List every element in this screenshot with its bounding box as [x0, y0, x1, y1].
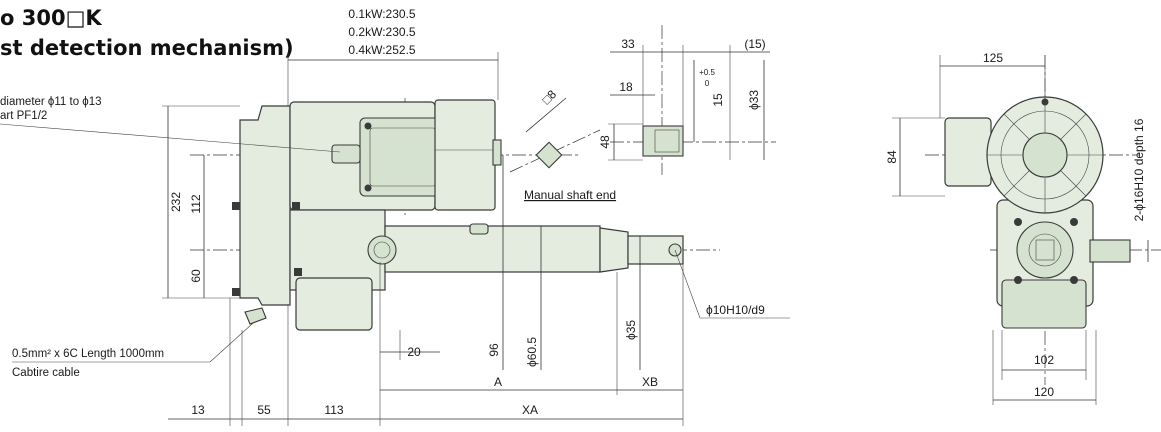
- length-01kw: 0.1kW:230.5: [348, 7, 415, 21]
- bolt-icon: [1070, 218, 1078, 226]
- end-housing: [239, 105, 291, 306]
- dim-15: 15: [711, 93, 725, 107]
- dim-232: 232: [169, 192, 183, 212]
- holes-callout: 2-ϕ16H10 depth 16: [1132, 118, 1146, 221]
- end-motor-hub: [1022, 132, 1068, 178]
- bolt-icon: [1014, 276, 1022, 284]
- dim-60-5: ϕ60.5: [525, 337, 539, 367]
- dim-113: 113: [324, 403, 343, 417]
- cable-gland: [331, 144, 361, 164]
- tolerance-upper: +0.5: [699, 68, 715, 77]
- length-04kw: 0.4kW:252.5: [348, 43, 415, 57]
- terminal-box: [359, 117, 447, 197]
- title-line-1: o 300□K: [0, 6, 102, 30]
- bolt-icon: [364, 184, 372, 192]
- bolt-icon: [292, 202, 300, 210]
- bolt-icon: [364, 122, 372, 130]
- bolt-icon: [1041, 98, 1049, 106]
- end-switch-box: [1001, 279, 1087, 329]
- cable-type-note: Cabtire cable: [12, 367, 80, 379]
- dim-35: ϕ35: [624, 320, 638, 340]
- dim-102: 102: [1034, 353, 1054, 367]
- cable-spec-note: 0.5mm² x 6C Length 1000mm: [12, 348, 165, 360]
- dim-18: 18: [619, 80, 633, 94]
- side-view: 0.1kW:230.5 0.2kW:230.5 0.4kW:252.5 232 …: [0, 7, 790, 426]
- dim-33-diameter: ϕ33: [747, 90, 761, 110]
- dim-120: 120: [1034, 385, 1054, 399]
- length-02kw: 0.2kW:230.5: [348, 25, 415, 39]
- square-8: □8: [539, 87, 559, 107]
- manual-shaft-stub: [492, 139, 502, 166]
- dim-15-ref: (15): [744, 37, 765, 51]
- title-line-2: st detection mechanism): [0, 36, 294, 60]
- dim-33: 33: [621, 37, 635, 51]
- dim-96: 96: [487, 343, 501, 357]
- dim-125: 125: [983, 51, 1003, 65]
- end-view: 125 84 102 120 2-ϕ16H10 depth 16: [885, 51, 1161, 405]
- cylinder-head: [599, 227, 629, 273]
- grease-port: [469, 223, 489, 235]
- dim-xa: XA: [522, 403, 538, 417]
- dim-48: 48: [598, 135, 612, 149]
- pin-dimension: ϕ10H10/d9: [706, 303, 765, 317]
- cable-diameter-note: diameter ϕ11 to ϕ13: [0, 96, 102, 108]
- end-trunnion: [1089, 239, 1131, 263]
- conduit-note: art PF1/2: [0, 110, 48, 122]
- square-shaft-icon: [535, 141, 563, 169]
- manual-shaft-label: Manual shaft end: [524, 188, 616, 202]
- bolt-icon: [1070, 276, 1078, 284]
- dim-xb: XB: [642, 375, 658, 389]
- switch-box: [295, 277, 373, 331]
- bolt-icon: [232, 202, 240, 210]
- dim-20: 20: [407, 345, 421, 359]
- bolt-icon: [232, 288, 240, 296]
- bolt-icon: [1014, 218, 1022, 226]
- end-terminal-box: [944, 117, 992, 187]
- end-cylinder: [1016, 221, 1074, 279]
- dim-a: A: [494, 375, 502, 389]
- trunnion-boss: [367, 235, 397, 265]
- cylinder-tube: [384, 225, 601, 273]
- tolerance-lower: 0: [705, 79, 710, 88]
- cable-leader: [0, 123, 341, 153]
- dim-60: 60: [189, 269, 203, 283]
- bolt-icon: [294, 268, 302, 276]
- cabtire-cable: [244, 307, 267, 325]
- manual-shaft-detail: 33 (15) 18 15 +0.5 0 ϕ33 48: [598, 25, 776, 175]
- motor-fan-cover: [434, 99, 496, 211]
- shaft-end-block: [642, 125, 684, 157]
- dim-13: 13: [191, 403, 205, 417]
- dim-55: 55: [257, 403, 271, 417]
- dim-112: 112: [189, 194, 203, 213]
- dim-84: 84: [885, 150, 899, 164]
